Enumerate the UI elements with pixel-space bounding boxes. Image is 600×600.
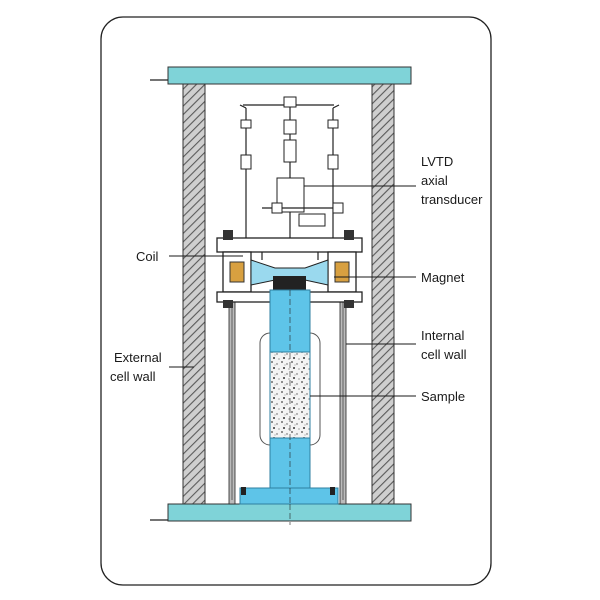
internal-wall-label-line2: cell wall	[421, 347, 467, 362]
bottom-plate	[167, 503, 412, 522]
external-cell-wall-right	[371, 83, 395, 505]
lvtd-label-line3: transducer	[421, 192, 483, 207]
top-plate	[167, 66, 412, 85]
leader-lines	[169, 185, 416, 397]
internal-wall-label-line1: Internal	[421, 328, 464, 343]
top-cap	[273, 276, 306, 290]
coil-label: Coil	[136, 249, 159, 264]
magnet-label: Magnet	[421, 270, 465, 285]
lvdt-frame	[239, 96, 344, 260]
lvtd-label-line2: axial	[421, 173, 448, 188]
external-wall-label-line1: External	[114, 350, 162, 365]
lvtd-label-line1: LVTD	[421, 154, 453, 169]
sample-cylinder	[239, 289, 339, 525]
external-cell-wall-left	[182, 83, 206, 505]
external-wall-label-line2: cell wall	[110, 369, 156, 384]
sample-label: Sample	[421, 389, 465, 404]
